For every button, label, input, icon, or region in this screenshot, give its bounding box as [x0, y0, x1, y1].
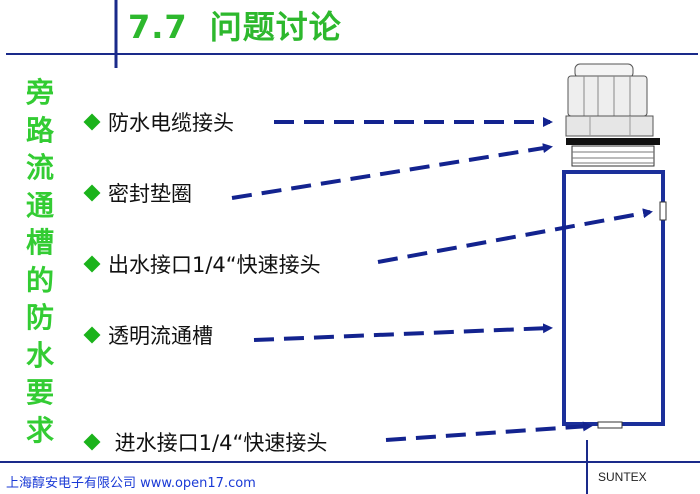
bullet-gasket: 密封垫圈	[82, 178, 192, 208]
bullet-flow-cell: 透明流通槽	[82, 320, 213, 350]
diamond-bullet-icon	[83, 326, 101, 344]
bullet-label: 透明流通槽	[108, 324, 213, 348]
sealing-gasket	[566, 138, 660, 145]
diamond-bullet-icon	[83, 255, 101, 273]
threaded-collar	[571, 145, 655, 167]
cable-gland-illustration	[565, 63, 654, 137]
diamond-bullet-icon	[83, 113, 101, 131]
diamond-bullet-icon	[83, 433, 101, 451]
slide-title-text: 问题讨论	[209, 8, 342, 46]
bullet-cable-gland: 防水电缆接头	[82, 107, 234, 137]
vertical-side-title: 旁路流通槽的防水要求	[25, 76, 54, 447]
leader-arrows	[231, 117, 653, 442]
diamond-bullet-icon	[83, 184, 101, 202]
flow-cell-body	[562, 170, 665, 426]
outlet-port	[659, 201, 667, 221]
slide-title: 7.7 问题讨论	[128, 2, 342, 48]
arrow-inlet	[385, 421, 593, 442]
slide-title-number: 7.7	[128, 8, 188, 46]
inlet-port	[597, 421, 623, 429]
footer-company: 上海醇安电子有限公司 www.open17.com	[6, 476, 256, 491]
bullet-label: 出水接口1/4“快速接头	[108, 253, 321, 277]
bullet-label: 密封垫圈	[108, 182, 192, 206]
bullet-inlet: 进水接口1/4“快速接头	[82, 427, 327, 457]
bullet-label: 进水接口1/4“快速接头	[108, 431, 328, 455]
bullet-outlet: 出水接口1/4“快速接头	[82, 249, 321, 279]
arrow-outlet	[377, 208, 653, 264]
footer-brand: SUNTEX	[598, 470, 647, 484]
arrow-gasket	[231, 143, 553, 200]
bullet-label: 防水电缆接头	[108, 111, 234, 135]
arrow-flow-cell	[253, 323, 553, 342]
